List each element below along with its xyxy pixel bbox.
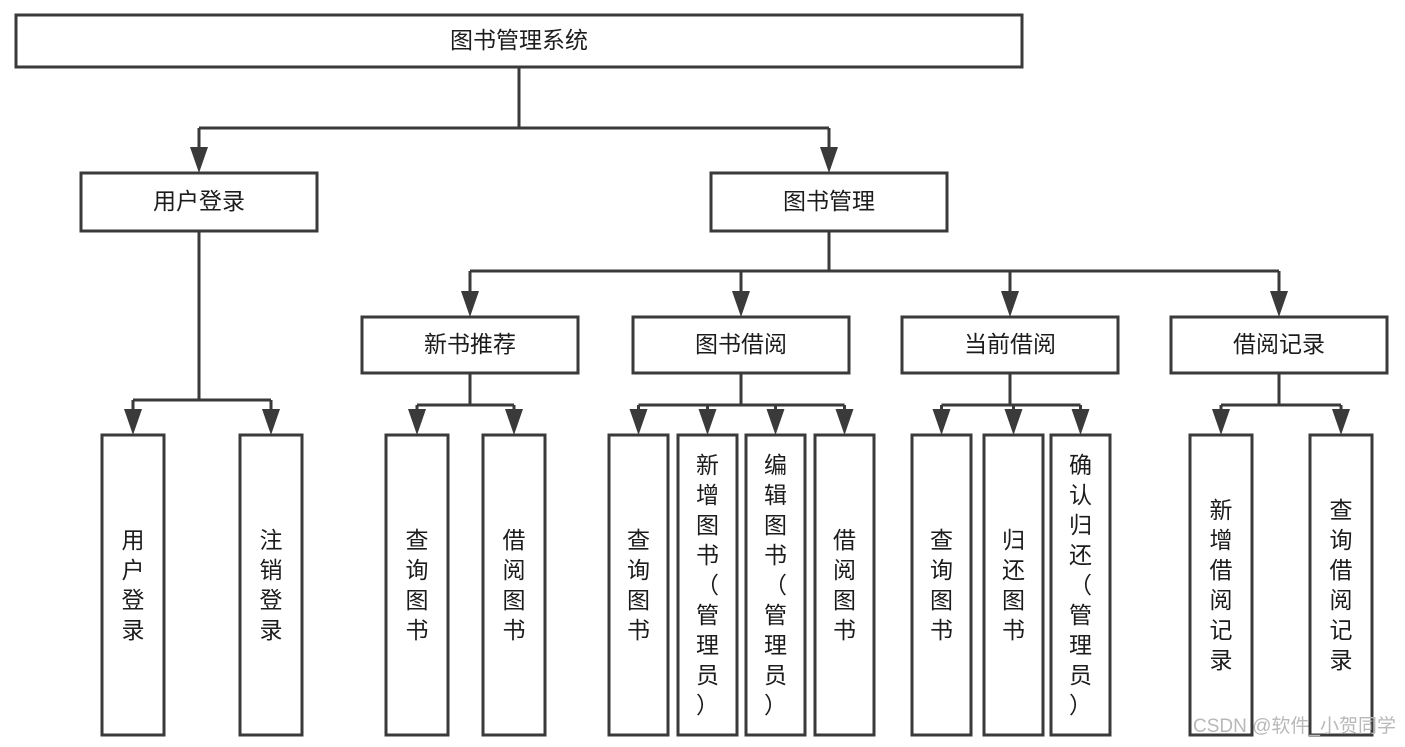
node-box[interactable] [14, 13, 1024, 69]
node-box[interactable] [1308, 433, 1374, 737]
node-box[interactable] [676, 433, 739, 737]
node-label: 查询图书 [627, 527, 650, 643]
connector-arrow-icon [932, 409, 951, 435]
connector-layer [124, 67, 1350, 435]
node-label: 借阅图书 [503, 527, 526, 643]
node-box[interactable] [709, 171, 949, 233]
connector-arrow-icon [835, 409, 854, 435]
connector-arrow-icon [1212, 409, 1230, 435]
node-label: 确认归还（管理员） [1069, 452, 1092, 718]
node-box[interactable] [384, 433, 450, 737]
node-level3-0[interactable]: 新书推荐 [360, 315, 580, 375]
node-box[interactable] [982, 433, 1045, 737]
node-leaf-6[interactable]: 编辑图书（管理员） [744, 433, 807, 737]
connector-arrow-icon [262, 409, 280, 435]
node-label: 当前借阅 [964, 331, 1056, 357]
connector-arrow-icon [1270, 291, 1288, 317]
node-box[interactable] [1049, 433, 1112, 737]
connector-arrow-icon [732, 291, 750, 317]
node-box[interactable] [360, 315, 580, 375]
connector-arrow-icon [1004, 409, 1023, 435]
node-leaf-0[interactable]: 用户登录 [100, 433, 166, 737]
node-leaf-8[interactable]: 查询图书 [910, 433, 973, 737]
node-box[interactable] [631, 315, 851, 375]
node-leaf-11[interactable]: 新增借阅记录 [1188, 433, 1254, 737]
node-box[interactable] [813, 433, 876, 737]
node-label: 用户登录 [153, 188, 245, 214]
node-label: 注销登录 [260, 527, 283, 643]
node-box[interactable] [607, 433, 670, 737]
node-leaf-1[interactable]: 注销登录 [238, 433, 304, 737]
node-label: 新增图书（管理员） [696, 452, 719, 718]
node-label: 新增借阅记录 [1210, 497, 1233, 673]
node-label: 查询图书 [930, 527, 953, 643]
node-box[interactable] [100, 433, 166, 737]
node-box[interactable] [744, 433, 807, 737]
connector-arrow-icon [820, 147, 838, 173]
node-level3-1[interactable]: 图书借阅 [631, 315, 851, 375]
node-leaf-5[interactable]: 新增图书（管理员） [676, 433, 739, 737]
node-label: 图书借阅 [695, 331, 787, 357]
connector-arrow-icon [408, 409, 426, 435]
node-box[interactable] [1188, 433, 1254, 737]
node-box[interactable] [910, 433, 973, 737]
node-box[interactable] [900, 315, 1120, 375]
connector-arrow-icon [766, 409, 785, 435]
node-leaf-10[interactable]: 确认归还（管理员） [1049, 433, 1112, 737]
node-label: 查询借阅记录 [1330, 497, 1353, 673]
node-box[interactable] [238, 433, 304, 737]
node-box[interactable] [481, 433, 547, 737]
connector-arrow-icon [1001, 291, 1019, 317]
node-label: 用户登录 [122, 527, 145, 643]
connector-arrow-icon [461, 291, 479, 317]
node-label: 借阅记录 [1233, 331, 1325, 357]
connector-arrow-icon [698, 409, 717, 435]
connector-arrow-icon [1332, 409, 1350, 435]
node-level3-2[interactable]: 当前借阅 [900, 315, 1120, 375]
watermark-label: CSDN @软件_小贺同学 [1193, 715, 1396, 737]
connector-arrow-icon [124, 409, 142, 435]
node-label: 图书管理系统 [450, 27, 588, 53]
node-label: 归还图书 [1002, 527, 1025, 643]
node-box[interactable] [79, 171, 319, 233]
node-leaf-12[interactable]: 查询借阅记录 [1308, 433, 1374, 737]
node-level2-1[interactable]: 图书管理 [709, 171, 949, 233]
node-leaf-2[interactable]: 查询图书 [384, 433, 450, 737]
connector-arrow-icon [190, 147, 208, 173]
node-label: 新书推荐 [424, 331, 516, 357]
node-level2-0[interactable]: 用户登录 [79, 171, 319, 233]
node-leaf-3[interactable]: 借阅图书 [481, 433, 547, 737]
node-level3-3[interactable]: 借阅记录 [1169, 315, 1389, 375]
connector-arrow-icon [505, 409, 523, 435]
node-leaf-7[interactable]: 借阅图书 [813, 433, 876, 737]
connector-arrow-icon [1071, 409, 1090, 435]
node-leaf-4[interactable]: 查询图书 [607, 433, 670, 737]
node-root-root[interactable]: 图书管理系统 [14, 13, 1024, 69]
node-label: 编辑图书（管理员） [764, 452, 787, 718]
node-label: 图书管理 [783, 188, 875, 214]
node-label: 借阅图书 [833, 527, 856, 643]
node-box[interactable] [1169, 315, 1389, 375]
node-layer: 图书管理系统用户登录图书管理新书推荐图书借阅当前借阅借阅记录用户登录注销登录查询… [14, 13, 1389, 737]
connector-arrow-icon [629, 409, 648, 435]
node-leaf-9[interactable]: 归还图书 [982, 433, 1045, 737]
node-label: 查询图书 [406, 527, 429, 643]
